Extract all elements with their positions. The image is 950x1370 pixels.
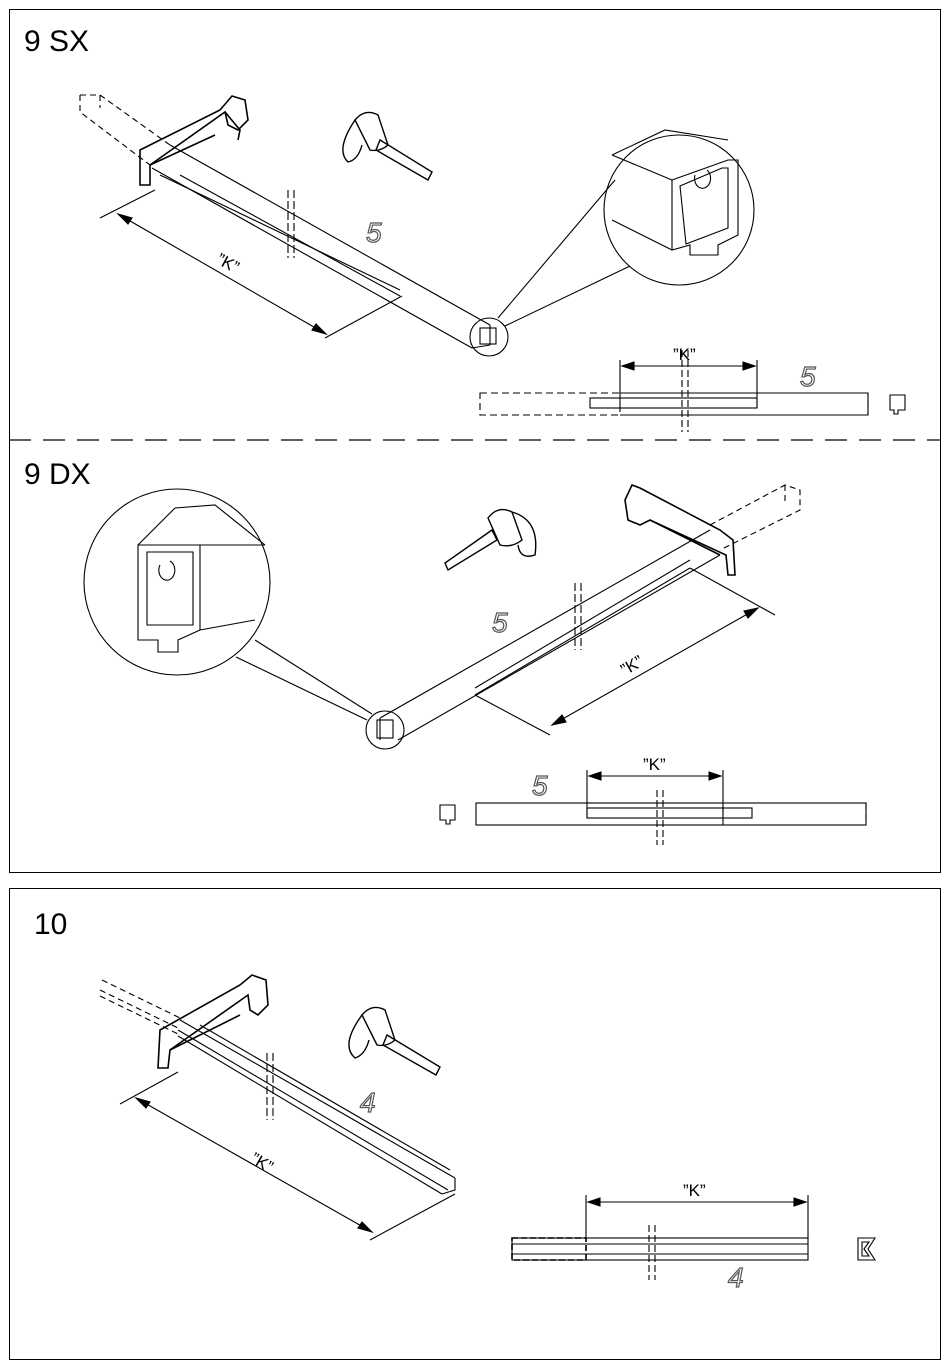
part-number-label: 5 <box>800 361 816 392</box>
part-number-label: 5 <box>492 607 508 638</box>
part-number-label: 4 <box>728 1262 744 1293</box>
detail-magnifier <box>470 130 754 356</box>
tape-measure-icon <box>343 112 432 180</box>
dimension-k-label: ”K” <box>617 652 646 680</box>
cut-off-remnant <box>80 95 170 165</box>
step-10-drawing <box>100 975 875 1280</box>
profile-bar-5 <box>380 530 720 740</box>
detail-magnifier <box>84 489 404 749</box>
dimension-k <box>120 1072 455 1240</box>
dimension-k-label: ”K” <box>683 1181 706 1200</box>
dimension-k <box>100 190 402 338</box>
tape-measure-icon <box>349 1007 440 1075</box>
dimension-k-label: ”K” <box>673 345 696 364</box>
dimension-k-label: ”K” <box>643 755 666 774</box>
hacksaw-icon <box>140 96 248 185</box>
part-number-label: 4 <box>360 1087 376 1118</box>
tape-measure-icon <box>445 510 536 570</box>
hacksaw-icon <box>625 485 735 575</box>
dimension-k-label: ”K” <box>213 250 242 278</box>
step-9sx-drawing <box>80 95 905 432</box>
cut-off-remnant <box>710 485 800 550</box>
step-9dx-drawing <box>84 485 866 845</box>
side-view-9dx <box>440 770 866 845</box>
dimension-k-label: ”K” <box>247 1149 276 1177</box>
part-number-label: 5 <box>532 770 548 801</box>
side-view-10 <box>512 1195 875 1280</box>
part-number-label: 5 <box>366 217 382 248</box>
dimension-k <box>475 568 775 735</box>
hacksaw-icon <box>158 975 268 1068</box>
profile-track-4 <box>178 1020 455 1194</box>
profile-bar-5 <box>152 145 490 348</box>
